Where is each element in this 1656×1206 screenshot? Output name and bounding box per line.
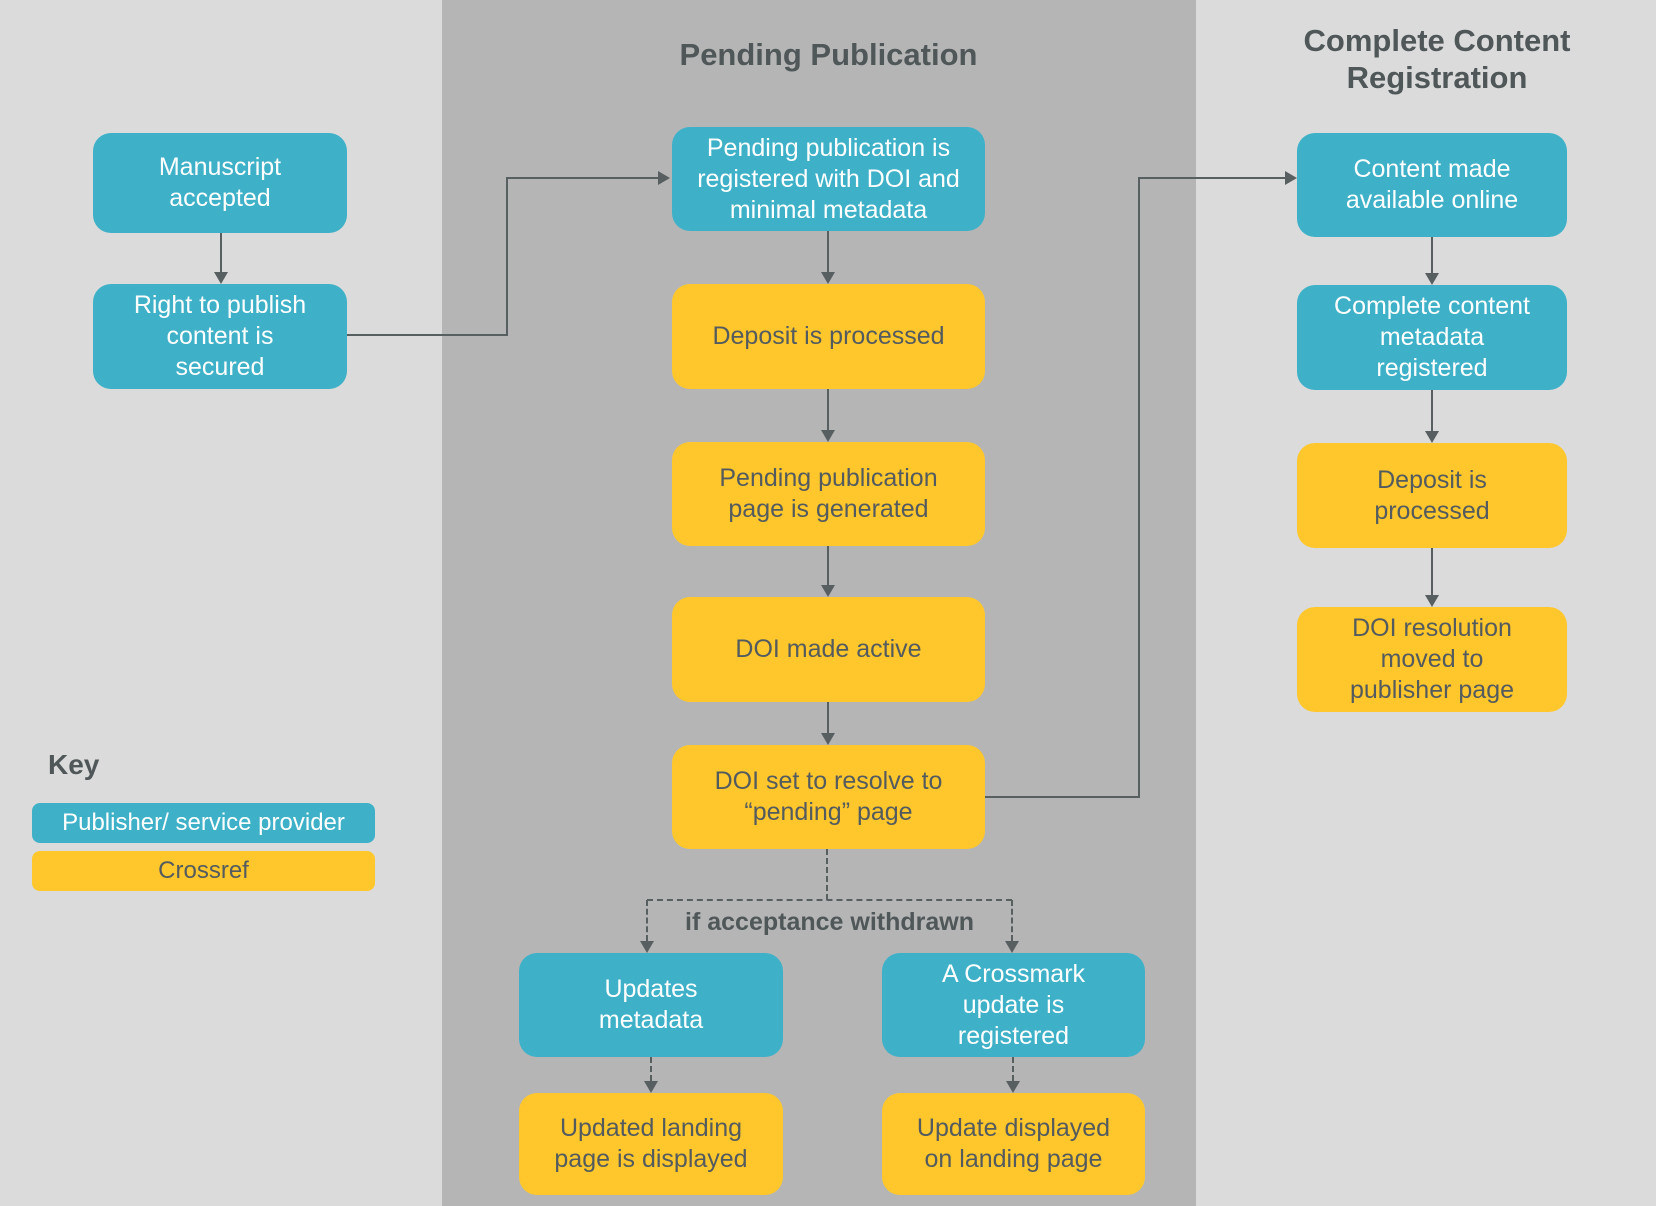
complete-content-registration-title: Complete Content Registration [1303, 23, 1571, 95]
node-updates-metadata: Updates metadata [519, 953, 783, 1057]
dashed-arrow-to-updates-metadata [640, 900, 654, 953]
dashed-arrow-updates-to-landing [644, 1057, 658, 1093]
node-update-displayed: Update displayed on landing page [882, 1093, 1145, 1195]
arrow-page-generated-to-doi-active [821, 546, 835, 597]
connector-resolve-to-content-seg2 [1138, 178, 1140, 798]
condition-label: if acceptance withdrawn [685, 908, 974, 936]
arrow-doi-active-to-doi-resolve [821, 702, 835, 745]
node-pending-page-generated: Pending publication page is generated [672, 442, 985, 546]
node-complete-metadata-registered: Complete content metadata registered [1297, 285, 1567, 390]
node-right-to-publish: Right to publish content is secured [93, 284, 347, 389]
connector-publish-to-pending-seg2 [506, 178, 508, 336]
connector-resolve-to-content-seg1 [985, 796, 1139, 798]
node-deposit-processed-complete: Deposit is processed [1297, 443, 1567, 548]
arrow-registered-to-deposit [821, 231, 835, 284]
connector-publish-to-pending-seg1 [347, 334, 507, 336]
connector-resolve-to-content-arrow [1138, 171, 1297, 185]
key-publisher-pill: Publisher/ service provider [32, 803, 375, 843]
node-doi-resolution-moved: DOI resolution moved to publisher page [1297, 607, 1567, 712]
arrow-content-to-metadata [1425, 237, 1439, 285]
dashed-arrow-crossmark-to-displayed [1006, 1057, 1020, 1093]
node-deposit-processed-pending: Deposit is processed [672, 284, 985, 389]
dashed-line-from-doi-resolve [826, 849, 828, 900]
arrow-deposit-to-doi-resolution [1425, 548, 1439, 607]
connector-publish-to-pending-arrow [506, 171, 670, 185]
node-doi-set-resolve: DOI set to resolve to “pending” page [672, 745, 985, 849]
arrow-deposit-to-page-generated [821, 389, 835, 442]
pending-publication-title: Pending Publication [679, 37, 978, 72]
dashed-arrow-to-crossmark-update [1005, 900, 1019, 953]
key-heading: Key [48, 749, 100, 780]
node-content-available: Content made available online [1297, 133, 1567, 237]
key-crossref-pill: Crossref [32, 851, 375, 891]
node-manuscript-accepted: Manuscript accepted [93, 133, 347, 233]
node-crossmark-update: A Crossmark update is registered [882, 953, 1145, 1057]
arrow-metadata-to-deposit [1425, 390, 1439, 443]
node-updated-landing-page: Updated landing page is displayed [519, 1093, 783, 1195]
arrow-manuscript-to-right-to-publish [214, 233, 228, 284]
node-doi-made-active: DOI made active [672, 597, 985, 702]
dashed-branch-line [647, 899, 1012, 901]
node-pending-registered: Pending publication is registered with D… [672, 127, 985, 231]
